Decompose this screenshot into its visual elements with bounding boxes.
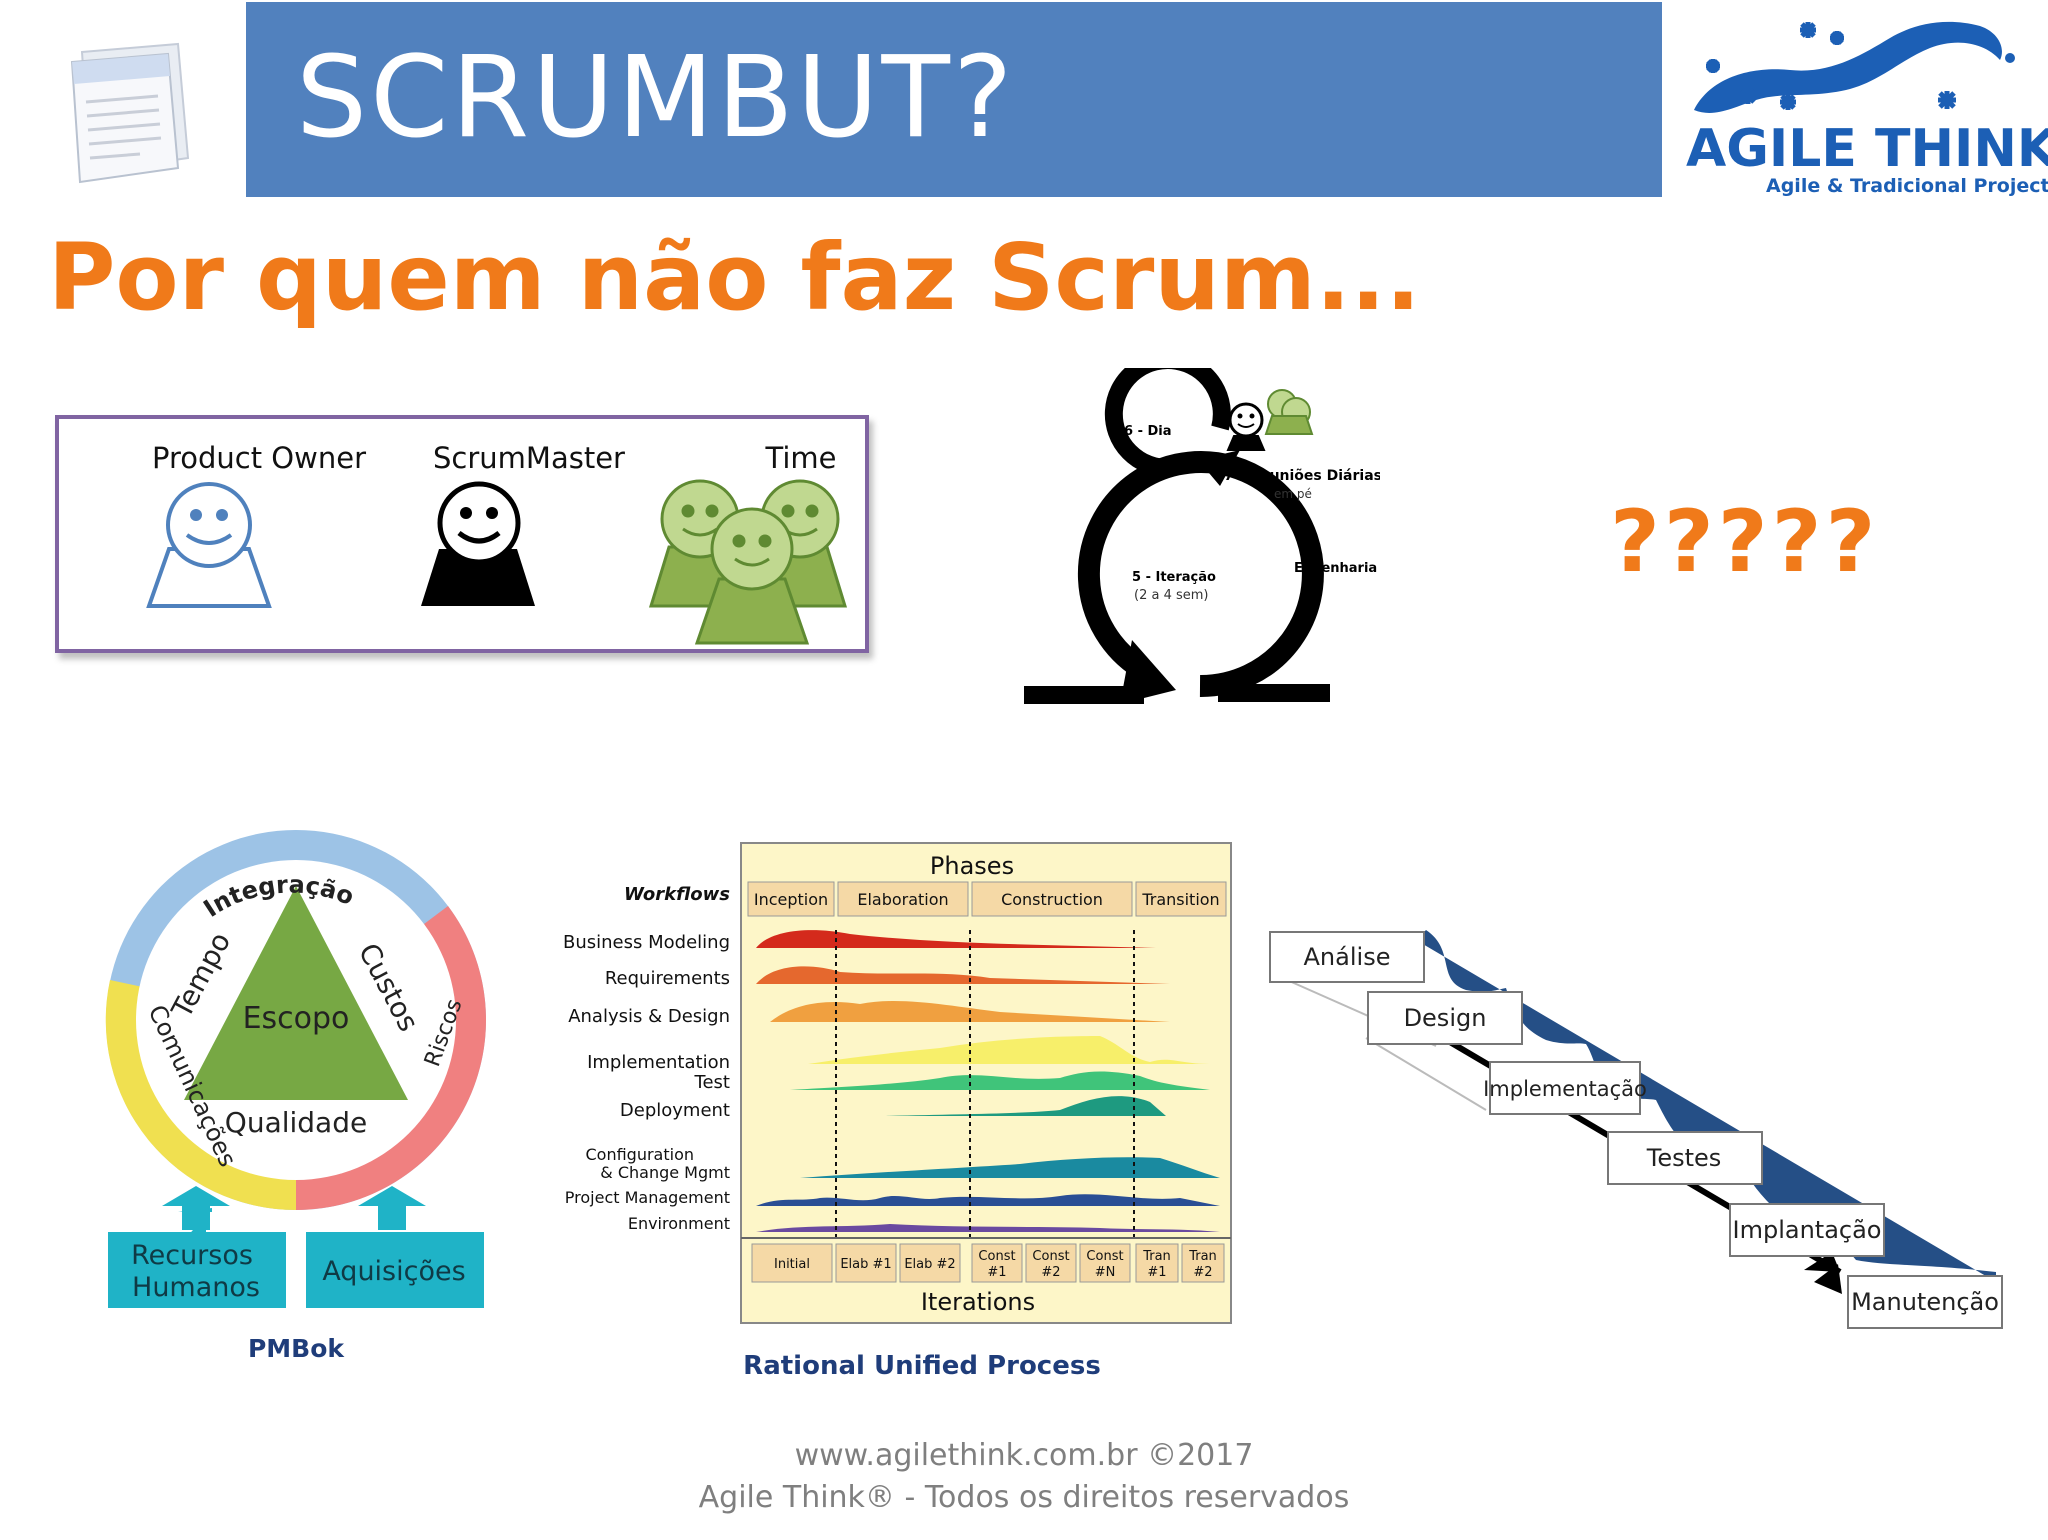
footer-website: www.agilethink.com.br ©2017 xyxy=(794,1438,1254,1473)
iteration-const-2-a: Const xyxy=(1032,1249,1069,1264)
waterfall-diagram: Análise Design Implementação Testes Impl… xyxy=(1269,930,2003,1329)
workflow-change-mgmt: & Change Mgmt xyxy=(600,1163,730,1182)
slide-subtitle: Por quem não faz Scrum... xyxy=(48,224,1421,331)
iteration-const-n-b: #N xyxy=(1095,1265,1116,1280)
waterfall-step-design-label: Design xyxy=(1404,1004,1487,1032)
document-icon xyxy=(60,40,200,190)
workflow-business-modeling: Business Modeling xyxy=(563,932,730,953)
footer-copyright: Agile Think® - Todos os direitos reserva… xyxy=(698,1480,1350,1515)
pmbok-box-right: Aquisições xyxy=(322,1256,465,1287)
waterfall-step-maintenance-label: Manutenção xyxy=(1851,1288,1999,1316)
iteration-initial: Initial xyxy=(774,1257,810,1272)
workflow-requirements: Requirements xyxy=(605,968,730,989)
procurement-box xyxy=(306,1232,484,1308)
iteration-tran-1-a: Tran xyxy=(1142,1249,1171,1264)
meetings-label: 7 - Reuniões Diárias xyxy=(1224,468,1380,484)
pmbok-box-left-1: Recursos xyxy=(131,1240,253,1271)
role-label-scrummaster: ScrumMaster xyxy=(433,441,625,475)
role-label-time: Time xyxy=(765,441,837,475)
rup-phases-title: Phases xyxy=(930,852,1014,880)
rup-iterations-title: Iterations xyxy=(921,1288,1035,1316)
agile-think-logo: AGILE THINK Agile & Tradicional Project … xyxy=(1680,8,2048,198)
waterfall-step-analysis xyxy=(1269,931,1425,983)
pmbok-diagram: Integração Comunicações Riscos Tempo Cus… xyxy=(105,830,487,1363)
rup-workload-curves xyxy=(756,930,1220,1232)
workflow-test: Test xyxy=(694,1072,730,1093)
title-bar: SCRUMBUT? xyxy=(246,2,1662,197)
scrum-roles-box: Product Owner ScrumMaster Time xyxy=(55,415,869,653)
iteration-tran-2-b: #2 xyxy=(1193,1265,1212,1280)
role-label-product-owner: Product Owner xyxy=(151,441,367,475)
phase-elaboration: Elaboration xyxy=(857,890,948,909)
phase-transition: Transition xyxy=(1141,890,1219,909)
meetings-sub-label: em pé xyxy=(1274,487,1312,501)
workflow-implementation: Implementation xyxy=(587,1052,730,1073)
waterfall-step-analysis-label: Análise xyxy=(1304,943,1391,971)
rup-diagram: Phases Inception Elaboration Constructio… xyxy=(563,842,1232,1381)
rup-workflows-title: Workflows xyxy=(624,884,730,905)
iteration-loop xyxy=(1077,451,1324,698)
waterfall-step-tests xyxy=(1607,1131,1763,1185)
arrow-up-icon xyxy=(162,1186,230,1230)
iteration-const-1-b: #1 xyxy=(987,1265,1006,1280)
iteration-const-n-a: Const xyxy=(1086,1249,1123,1264)
waterfall-step-maintenance xyxy=(1847,1275,2003,1329)
waterfall-step-implementation xyxy=(1489,1061,1641,1115)
iteration-tran-1-b: #1 xyxy=(1147,1265,1166,1280)
iteration-label: 5 - Iteração xyxy=(1132,570,1216,585)
workflow-project-management: Project Management xyxy=(565,1188,730,1207)
phase-divider-lines xyxy=(835,930,1135,1238)
pmbok-caption: PMBok xyxy=(248,1334,345,1363)
iteration-elab-1: Elab #1 xyxy=(840,1257,891,1272)
waterfall-step-tests-label: Testes xyxy=(1646,1144,1722,1172)
pmbok-box-left-2: Humanos xyxy=(132,1272,260,1303)
page-title: SCRUMBUT? xyxy=(296,33,1016,163)
iteration-const-1-a: Const xyxy=(978,1249,1015,1264)
workflow-configuration: Configuration xyxy=(585,1145,694,1164)
workflow-environment: Environment xyxy=(628,1214,730,1233)
iteration-const-2-b: #2 xyxy=(1041,1265,1060,1280)
daily-label: 6 - Dia xyxy=(1124,424,1172,439)
iteration-tran-2-a: Tran xyxy=(1188,1249,1217,1264)
question-marks: ????? xyxy=(1610,492,1880,592)
scrum-cycle-diagram: 6 - Dia 7 - Reuniões Diárias em pé 5 - I… xyxy=(1024,368,1380,704)
waterfall-step-deployment xyxy=(1729,1203,1885,1257)
human-resources-box xyxy=(108,1232,286,1308)
scrummaster-icon xyxy=(421,481,535,606)
logo-tagline: Agile & Tradicional Project Management xyxy=(1766,175,2048,197)
waterfall-step-design xyxy=(1367,991,1523,1045)
engineering-label: Engenharia xyxy=(1294,561,1377,576)
phase-inception: Inception xyxy=(754,890,828,909)
waterfall-step-deployment-label: Implantação xyxy=(1733,1216,1882,1244)
team-icon xyxy=(648,479,848,645)
phase-construction: Construction xyxy=(1001,890,1103,909)
workflow-deployment: Deployment xyxy=(620,1100,730,1121)
daily-loop xyxy=(1104,368,1231,478)
logo-name: AGILE THINK xyxy=(1686,119,2048,179)
pmbok-tri-bottom: Qualidade xyxy=(225,1106,367,1139)
scope-triangle xyxy=(184,886,408,1100)
iteration-elab-2: Elab #2 xyxy=(904,1257,955,1272)
product-owner-icon xyxy=(146,482,272,608)
waterfall-step-implementation-label: Implementação xyxy=(1483,1077,1647,1101)
rup-caption: Rational Unified Process xyxy=(743,1351,1101,1381)
pmbok-tri-center: Escopo xyxy=(243,1001,350,1036)
iteration-sub-label: (2 a 4 sem) xyxy=(1134,588,1208,603)
arrow-up-icon xyxy=(358,1186,426,1230)
workflow-analysis-design: Analysis & Design xyxy=(568,1006,730,1027)
daily-team-icon xyxy=(1226,389,1314,451)
